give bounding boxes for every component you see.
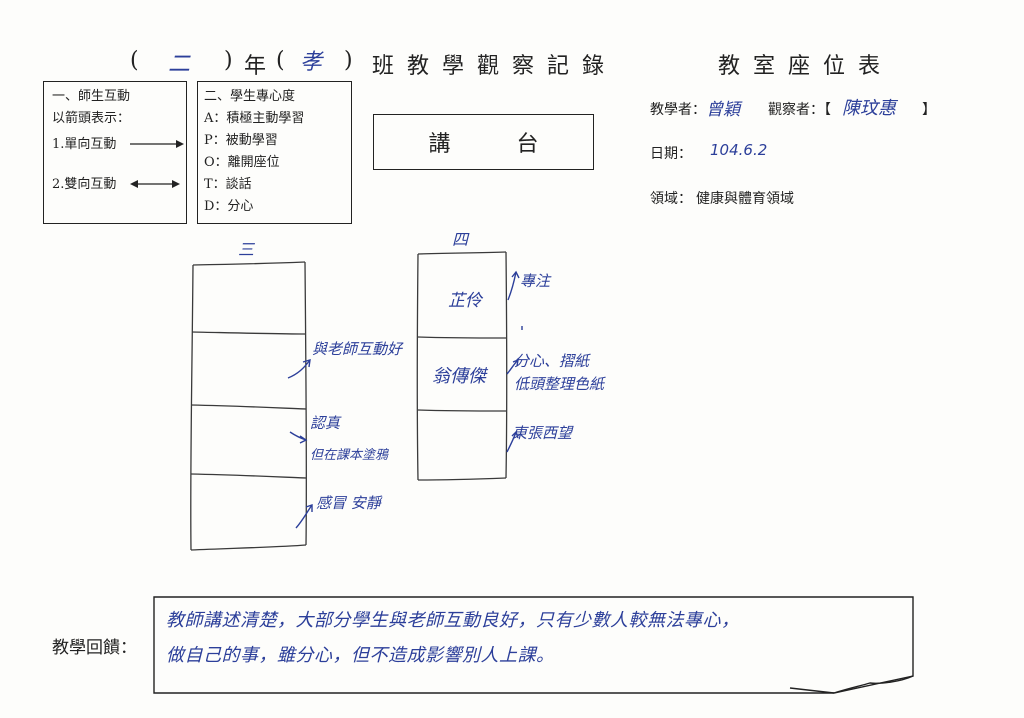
title-nian: 年: [244, 54, 270, 79]
seat-note: 但在課本塗鴉: [310, 448, 389, 463]
seat-note: 東張西望: [512, 424, 573, 442]
seat-note: 專注: [520, 272, 551, 290]
legend-interaction-heading: 一、師生互動: [52, 89, 131, 104]
legend-focus-box: 二、學生專心度 A：積極主動學習 P：被動學習 O：離開座位 T：談話 D：分心: [197, 81, 352, 224]
title-close-paren: ): [224, 48, 236, 73]
legend-interaction-subheading: 以箭頭表示：: [52, 111, 131, 126]
seat-note: 低頭整理色紙: [514, 375, 605, 393]
two-way-arrow-icon: [130, 180, 180, 188]
title-open-paren: (: [130, 48, 142, 73]
feedback-label: 教學回饋：: [52, 638, 137, 658]
observer-value: 陳玟惠: [842, 98, 896, 119]
legend-focus-item: T：談話: [204, 177, 252, 192]
column-three-label: 三: [238, 240, 255, 259]
seat-note: 認真: [310, 414, 341, 432]
observer-close: 】: [922, 102, 936, 118]
legend-interaction-box: 一、師生互動 以箭頭表示： 1.單向互動 2.雙向互動: [43, 81, 187, 224]
teacher-label: 教學者：: [650, 102, 706, 118]
observer-label: 觀察者：【: [768, 102, 831, 118]
column-four-label: 四: [452, 230, 469, 249]
legend-focus-item: D：分心: [204, 199, 254, 214]
legend-focus-item: A：積極主動學習: [204, 111, 305, 126]
legend-focus-heading: 二、學生專心度: [204, 89, 296, 104]
field-value: 健康與體育領域: [696, 191, 794, 207]
class-value: 孝: [300, 50, 326, 75]
student-name: 翁傳傑: [432, 366, 486, 387]
field-label: 領域：: [650, 191, 692, 207]
date-label: 日期：: [650, 146, 692, 162]
podium: 講 台: [373, 114, 594, 170]
seat-column-three: [190, 261, 308, 551]
seat-column-four: [416, 251, 508, 481]
feedback-line-2: 做自己的事，雖分心，但不造成影響別人上課。: [166, 645, 555, 666]
one-way-arrow-icon: [130, 140, 184, 148]
legend-one-way: 1.單向互動: [52, 137, 117, 152]
date-value: 104.6.2: [710, 141, 768, 159]
page-title: 班 教 學 觀 察 記 錄: [372, 54, 607, 79]
legend-focus-item: O：離開座位: [204, 155, 280, 170]
title-close-paren-2: ): [344, 48, 356, 73]
title-open-paren-2: (: [276, 48, 288, 73]
legend-focus-item: P：被動學習: [204, 133, 278, 148]
interaction-arrow-icon: [287, 270, 520, 529]
seat-note: 分心、摺紙: [514, 352, 590, 370]
seat-chart-title: 教 室 座 位 表: [718, 54, 883, 79]
feedback-box: [153, 596, 914, 694]
student-name: 芷伶: [448, 291, 482, 311]
grade-value: 二: [168, 52, 194, 77]
teacher-value: 曾穎: [706, 100, 740, 120]
feedback-line-1: 教師講述清楚，大部分學生與老師互動良好，只有少數人較無法專心，: [166, 610, 740, 631]
seat-note: 與老師互動好: [312, 340, 403, 358]
seat-note: 感冒 安靜: [316, 494, 381, 512]
legend-two-way: 2.雙向互動: [52, 177, 117, 192]
